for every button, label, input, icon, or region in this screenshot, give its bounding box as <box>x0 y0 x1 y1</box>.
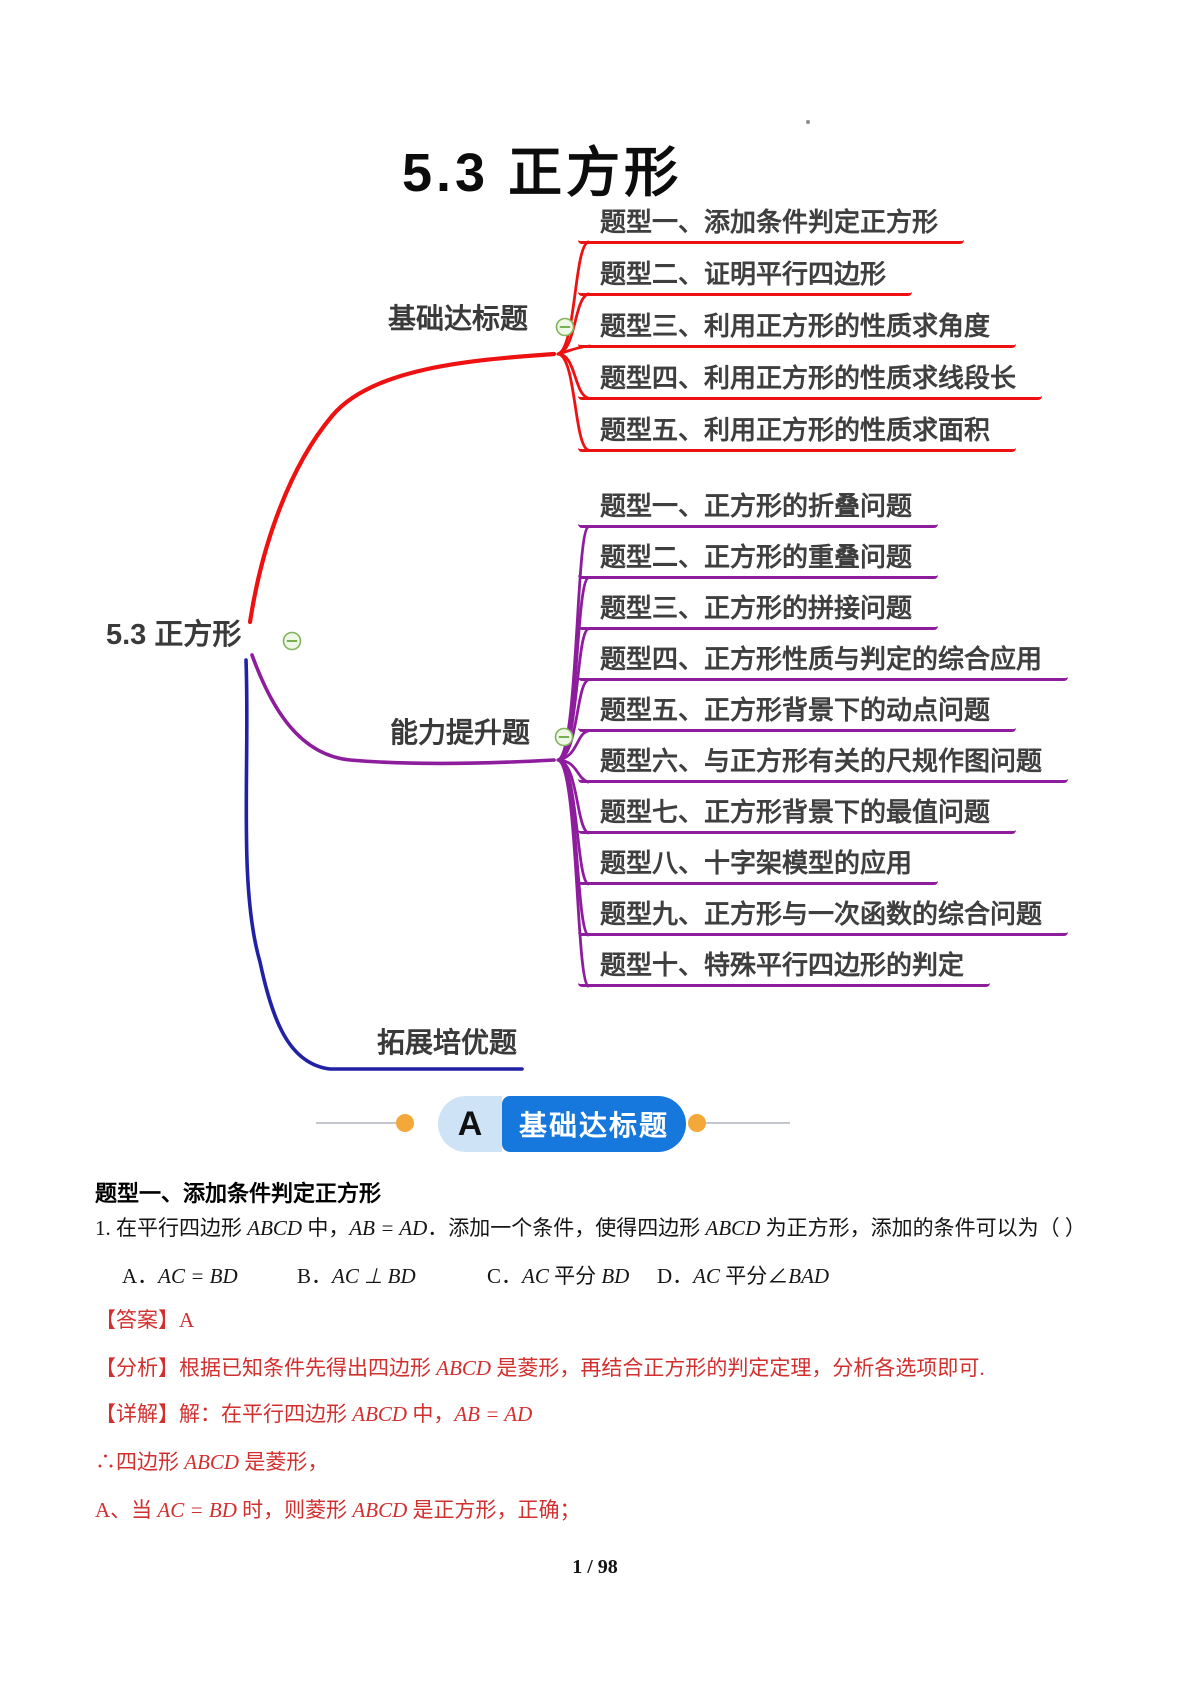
mindmap-connectors <box>244 240 592 1071</box>
mindmap-item: 题型十、特殊平行四边形的判定 <box>578 949 991 987</box>
mindmap-item: 题型五、利用正方形的性质求面积 <box>578 414 1017 452</box>
branch-ability-label: 能力提升题 <box>390 717 531 748</box>
stray-dot <box>806 120 810 124</box>
mindmap-item: 题型三、正方形的拼接问题 <box>578 592 939 630</box>
branch-basic-trunk <box>247 351 557 625</box>
badge-rule-left <box>316 1122 396 1124</box>
page-number: 1 / 98 <box>572 1556 618 1578</box>
collapse-toggle-icon <box>555 317 575 337</box>
detail-text: 解：在平行四边形 ABCD 中，AB = AD <box>179 1402 533 1426</box>
option-b: B．AC ⊥ BD <box>297 1264 416 1288</box>
badge-dot-right <box>688 1114 706 1132</box>
branch-expand-label: 拓展培优题 <box>377 1027 518 1058</box>
branch-expand-trunk <box>244 658 524 1071</box>
mindmap-item: 题型九、正方形与一次函数的综合问题 <box>578 898 1069 936</box>
branch-ability-fans <box>556 525 590 988</box>
answer-label: 【答案】 <box>95 1308 179 1332</box>
branch-ability-trunk <box>250 653 556 766</box>
mindmap-item: 题型一、正方形的折叠问题 <box>578 490 939 528</box>
mindmap-item: 题型二、证明平行四边形 <box>578 258 913 296</box>
mindmap-item: 题型二、正方形的重叠问题 <box>578 541 939 579</box>
mindmap-item: 题型八、十字架模型的应用 <box>578 847 939 885</box>
collapse-toggle-icon <box>554 727 574 747</box>
option-d: D．AC 平分∠BAD <box>657 1264 830 1288</box>
section-badge-label: 基础达标题 <box>502 1096 687 1152</box>
page-title: 5.3 正方形 <box>402 143 683 203</box>
branch-basic-label: 基础达标题 <box>388 303 529 334</box>
mindmap-item: 题型四、正方形性质与判定的综合应用 <box>578 643 1069 681</box>
answer-line: 【答案】A <box>95 1304 194 1334</box>
mindmap-item: 题型一、添加条件判定正方形 <box>578 206 965 244</box>
mindmap-item: 题型三、利用正方形的性质求角度 <box>578 310 1017 348</box>
option-a: A．AC = BD <box>122 1264 238 1288</box>
option-c: C．AC 平分 BD <box>487 1264 630 1288</box>
analysis-text: 根据已知条件先得出四边形 ABCD 是菱形，再结合正方形的判定定理，分析各选项即… <box>179 1356 985 1380</box>
analysis-label: 【分析】 <box>95 1356 179 1380</box>
section-badge-letter: A <box>438 1096 502 1152</box>
branch-basic-fans <box>556 240 592 452</box>
conclusion-line: ∴四边形 ABCD 是菱形， <box>95 1450 329 1474</box>
mindmap-item: 题型五、正方形背景下的动点问题 <box>578 694 1017 732</box>
answer-value: A <box>179 1308 195 1332</box>
mindmap-root-label: 5.3 正方形 <box>106 619 242 651</box>
analysis-line: 【分析】根据已知条件先得出四边形 ABCD 是菱形，再结合正方形的判定定理，分析… <box>95 1352 985 1382</box>
option-a-analysis-line: A、当 AC = BD 时，则菱形 ABCD 是正方形，正确； <box>95 1498 581 1522</box>
collapse-toggle-icon <box>282 631 302 651</box>
mindmap-item: 题型六、与正方形有关的尺规作图问题 <box>578 745 1069 783</box>
badge-rule-right <box>706 1122 790 1124</box>
detail-label: 【详解】 <box>95 1402 179 1426</box>
badge-dot-left <box>396 1114 414 1132</box>
question-text: 1. 在平行四边形 ABCD 中，AB = AD．添加一个条件，使得四边形 AB… <box>95 1216 1086 1240</box>
detail-line: 【详解】解：在平行四边形 ABCD 中，AB = AD <box>95 1398 532 1428</box>
mindmap-item: 题型七、正方形背景下的最值问题 <box>578 796 1017 834</box>
exercise-type-heading: 题型一、添加条件判定正方形 <box>95 1181 382 1206</box>
mindmap-item: 题型四、利用正方形的性质求线段长 <box>578 362 1043 400</box>
